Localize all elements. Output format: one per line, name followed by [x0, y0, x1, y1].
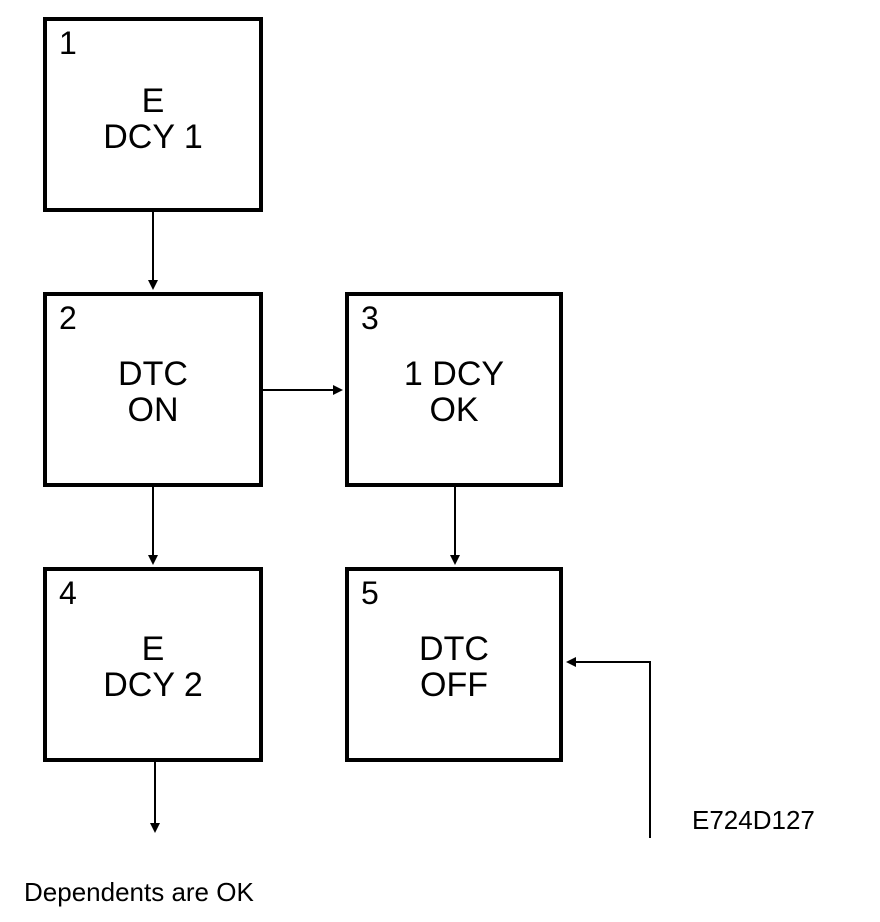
box-number: 1: [59, 25, 77, 61]
figure-code: E724D127: [692, 805, 815, 835]
box-label-line1: DTC: [118, 355, 188, 393]
box-1-dcy-ok: 3 1 DCY OK: [345, 292, 563, 487]
box-number: 2: [59, 300, 77, 336]
box-e-dcy-2: 4 E DCY 2: [43, 567, 263, 762]
box-number: 3: [361, 300, 379, 336]
box-number: 4: [59, 575, 77, 611]
box-label-line1: 1 DCY: [403, 355, 505, 393]
box-dtc-on: 2 DTC ON: [43, 292, 263, 487]
box-label-line1: DTC: [419, 630, 489, 668]
box-label-line1: E: [141, 630, 165, 668]
box-label-line1: E: [141, 82, 165, 120]
box-dtc-off: 5 DTC OFF: [345, 567, 563, 762]
box-label-line2: ON: [127, 391, 179, 429]
box-number: 5: [361, 575, 379, 611]
box-label-line2: OFF: [420, 666, 488, 704]
box-e-dcy-1: 1 E DCY 1: [43, 17, 263, 212]
box-label-line2: DCY 1: [103, 118, 203, 156]
footer-caption: Dependents are OK: [24, 877, 254, 907]
box-label-line2: DCY 2: [103, 666, 203, 704]
arrow-feedback-to-box5: [566, 657, 651, 838]
box-label-line2: OK: [429, 391, 479, 429]
